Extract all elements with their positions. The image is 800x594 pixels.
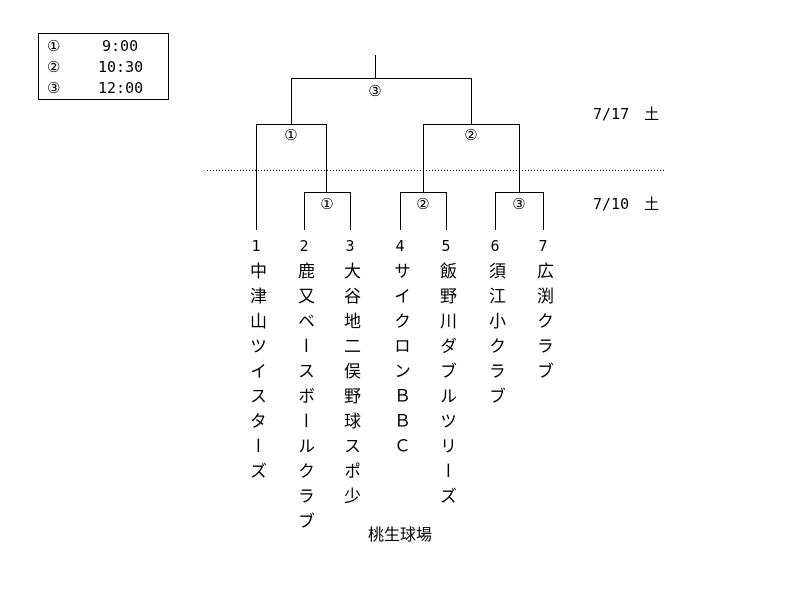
team-name: 広渕クラブ — [533, 262, 553, 387]
legend-time: 9:00 — [102, 37, 139, 55]
team-number: 4 — [395, 237, 405, 255]
team-name: 須江小クラブ — [485, 262, 505, 412]
team-number: 1 — [251, 237, 261, 255]
match-label-semi-left: ① — [283, 126, 299, 144]
match-label-r1-a: ① — [319, 195, 335, 213]
team-number: 2 — [299, 237, 309, 255]
match-label-r1-b: ② — [415, 195, 431, 213]
legend-mark: ② — [47, 58, 61, 76]
match-label-r1-c: ③ — [511, 195, 527, 213]
legend-time: 10:30 — [98, 58, 144, 76]
date-upper: 7/17 土 — [593, 105, 660, 123]
team-number: 7 — [538, 237, 548, 255]
legend-mark: ① — [47, 37, 61, 55]
date-lower: 7/10 土 — [593, 195, 660, 213]
r1-c-line — [495, 192, 544, 230]
team-name: 大谷地二俣野球スポ少 — [340, 262, 360, 512]
legend-row: ① 9:00 — [47, 37, 167, 57]
r1-a-line — [304, 192, 351, 230]
schedule-legend: ① 9:00 ② 10:30 ③ 12:00 — [38, 33, 169, 100]
team-number: 3 — [345, 237, 355, 255]
team-name: 鹿又ベースボールクラブ — [294, 262, 314, 537]
match-label-final: ③ — [367, 82, 383, 100]
team-name: 中津山ツイスターズ — [246, 262, 266, 487]
legend-row: ③ 12:00 — [47, 79, 167, 99]
venue-label: 桃生球場 — [367, 525, 433, 544]
semi-left-line — [256, 124, 327, 230]
team-number: 6 — [490, 237, 500, 255]
semi-right-line — [423, 124, 520, 192]
legend-row: ② 10:30 — [47, 58, 167, 78]
r1-b-line — [400, 192, 447, 230]
team-number: 5 — [441, 237, 451, 255]
legend-mark: ③ — [47, 79, 61, 97]
legend-time: 12:00 — [98, 79, 144, 97]
match-label-semi-right: ② — [463, 126, 479, 144]
team-name: 飯野川ダブルツリーズ — [436, 262, 456, 512]
final-line — [291, 55, 472, 124]
team-name: サイクロンＢＢＣ — [390, 262, 410, 462]
